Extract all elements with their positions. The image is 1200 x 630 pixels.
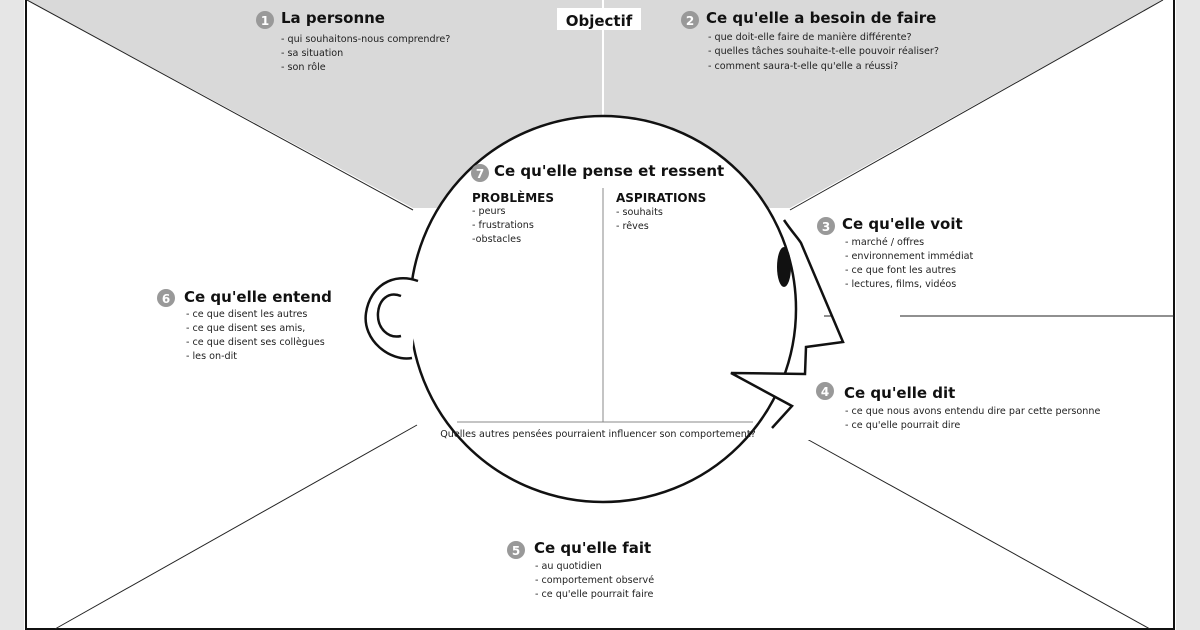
divider-top-right xyxy=(789,0,1164,211)
number-label: 1 xyxy=(261,14,269,28)
bullet-item: - ce qu'elle pourrait faire xyxy=(535,589,654,600)
number-label: 4 xyxy=(821,385,829,399)
face-profile xyxy=(730,219,845,429)
number-label: 7 xyxy=(476,167,484,181)
section-title: Ce qu'elle pense et ressent xyxy=(494,162,724,180)
section-title: Ce qu'elle voit xyxy=(842,215,963,233)
section-entend: 6 Ce qu'elle entend - ce que disent les … xyxy=(157,288,332,362)
number-badge xyxy=(816,382,834,400)
bullet-item: - marché / offres xyxy=(845,236,924,248)
bullet-item: - ce que font les autres xyxy=(845,265,956,276)
number-badge xyxy=(817,217,835,235)
number-badge xyxy=(256,11,274,29)
section-dit: 4 Ce qu'elle dit - ce que nous avons ent… xyxy=(816,382,1100,431)
number-badge xyxy=(507,541,525,559)
objective-box xyxy=(557,8,641,30)
bullet-item: - quelles tâches souhaite-t-elle pouvoir… xyxy=(708,45,939,57)
bullet-item: - comment saura-t-elle qu'elle a réussi? xyxy=(708,60,898,72)
number-label: 2 xyxy=(686,14,694,28)
bullet-item: -obstacles xyxy=(472,234,521,245)
eye xyxy=(777,247,791,287)
section-fait: 5 Ce qu'elle fait - au quotidien - compo… xyxy=(507,539,654,600)
influence-question: Quelles autres pensées pourraient influe… xyxy=(440,428,756,440)
section-besoin: 2 Ce qu'elle a besoin de faire - que doi… xyxy=(681,9,939,72)
number-label: 6 xyxy=(162,292,170,306)
top-region xyxy=(27,0,1163,208)
objective-label: Objectif xyxy=(566,12,633,30)
bullet-item: - qui souhaitons-nous comprendre? xyxy=(281,34,450,45)
ear-outer xyxy=(364,277,419,360)
divider-bottom-left xyxy=(54,424,418,630)
section-title: Ce qu'elle a besoin de faire xyxy=(706,9,936,27)
bullet-item: - ce que disent ses amis, xyxy=(186,323,305,334)
bullet-item: - rêves xyxy=(616,220,649,232)
section-title: Ce qu'elle fait xyxy=(534,539,651,557)
number-badge xyxy=(681,11,699,29)
problemes-heading: PROBLÈMES xyxy=(472,190,554,205)
right-margin xyxy=(1176,0,1200,630)
bullet-item: - peurs xyxy=(472,206,506,217)
divider-bottom-right xyxy=(786,427,1151,630)
section-title: La personne xyxy=(281,9,385,27)
bullet-item: - frustrations xyxy=(472,220,534,231)
bullet-item: - ce que disent ses collègues xyxy=(186,336,325,348)
bullet-item: - environnement immédiat xyxy=(845,250,974,262)
section-title: Ce qu'elle entend xyxy=(184,288,332,306)
bullet-item: - que doit-elle faire de manière différe… xyxy=(708,31,912,43)
face-mask xyxy=(731,200,900,440)
ear-inner xyxy=(376,293,402,338)
number-badge xyxy=(157,289,175,307)
bullet-item: - ce que disent les autres xyxy=(186,309,307,320)
bullet-item: - au quotidien xyxy=(535,561,602,572)
section-voit: 3 Ce qu'elle voit - marché / offres - en… xyxy=(817,215,974,290)
number-label: 5 xyxy=(512,544,520,558)
bullet-item: - souhaits xyxy=(616,207,663,218)
divider-top-left xyxy=(26,0,414,211)
left-margin xyxy=(0,0,24,630)
bullet-item: - ce qu'elle pourrait dire xyxy=(845,420,960,431)
bullet-item: - les on-dit xyxy=(186,351,237,362)
section-title: Ce qu'elle dit xyxy=(844,384,955,402)
bullet-item: - sa situation xyxy=(281,48,343,59)
bullet-item: - lectures, films, vidéos xyxy=(845,278,956,290)
section-pense: 7 Ce qu'elle pense et ressent PROBLÈMES … xyxy=(440,162,756,440)
number-badge xyxy=(471,164,489,182)
section-personne: 1 La personne - qui souhaitons-nous comp… xyxy=(256,9,450,73)
aspirations-heading: ASPIRATIONS xyxy=(616,191,706,205)
bullet-item: - comportement observé xyxy=(535,574,654,586)
number-label: 3 xyxy=(822,220,830,234)
bullet-item: - son rôle xyxy=(281,61,326,73)
bullet-item: - ce que nous avons entendu dire par cet… xyxy=(845,406,1100,417)
